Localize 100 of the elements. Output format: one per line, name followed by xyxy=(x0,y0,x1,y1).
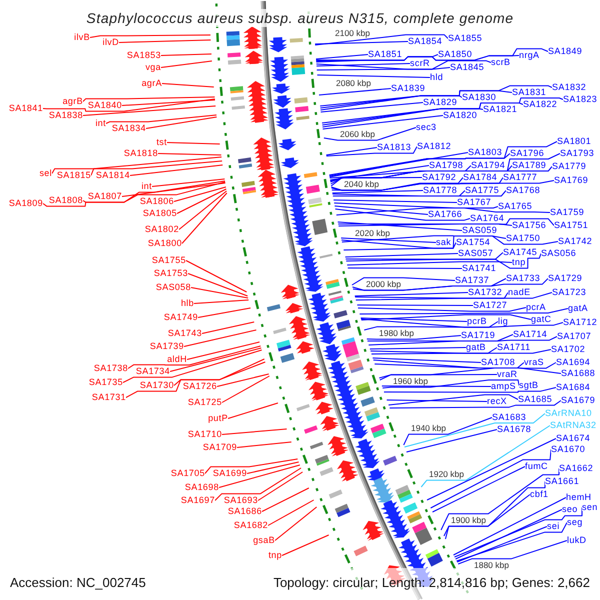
gene-label: SA1674 xyxy=(556,434,590,442)
accession-text: Accession: NC_002745 xyxy=(10,575,146,591)
genome-summary: Topology: circular; Length: 2,814,816 bp; Genes: 2,662 xyxy=(273,575,590,591)
scale-label: 2000 kbp xyxy=(366,280,401,288)
leader-line xyxy=(320,102,424,112)
gene-label: seg xyxy=(567,518,583,526)
leader-line xyxy=(378,368,562,378)
gene-label: aldH xyxy=(167,355,187,363)
leader-line xyxy=(326,147,378,156)
leader-line xyxy=(174,186,226,202)
leader-line xyxy=(368,336,558,346)
gene-label: SA1841 xyxy=(8,104,43,112)
leader-line xyxy=(383,387,556,393)
leader-line xyxy=(316,67,450,70)
gene-label: SA1818 xyxy=(124,149,158,157)
gene-label: SA1730 xyxy=(140,381,174,389)
leader-line xyxy=(334,206,428,215)
leader-line xyxy=(128,346,262,369)
gene-label: SA1807 xyxy=(88,192,122,200)
leader-line xyxy=(322,108,484,128)
leader-line xyxy=(372,360,524,368)
gene-label: ilvD xyxy=(102,38,119,46)
gene-label: SA1731 xyxy=(92,393,126,401)
gene-label: SA1801 xyxy=(557,137,592,145)
leader-line xyxy=(282,534,330,556)
gene-label: SA1753 xyxy=(154,269,188,277)
gene-label: SA1707 xyxy=(557,332,592,340)
scale-label: 1960 kbp xyxy=(393,377,428,385)
leader-line xyxy=(330,177,504,191)
leader-line xyxy=(364,322,564,330)
gene-label: SA1693 xyxy=(224,496,258,504)
leader-line xyxy=(160,54,212,56)
leader-line xyxy=(329,153,510,178)
gene-label: SA1768 xyxy=(506,186,540,194)
gene-label: SA1745 xyxy=(503,248,538,256)
leader-line xyxy=(90,160,223,176)
gene-label: SA1702 xyxy=(551,345,586,353)
leader-line xyxy=(322,115,444,130)
leader-line xyxy=(222,376,270,403)
leader-line xyxy=(174,358,265,386)
leader-line xyxy=(356,304,474,306)
gene-label: int xyxy=(95,119,106,127)
gene-label: SA1678 xyxy=(497,425,532,433)
gene-label: SA1733 xyxy=(506,274,540,282)
leader-line xyxy=(406,429,498,452)
leader-line xyxy=(314,41,408,44)
leader-line xyxy=(316,54,368,60)
leader-line xyxy=(322,98,564,124)
leader-line xyxy=(190,287,249,298)
gene-label: SA1697 xyxy=(180,496,215,504)
gene-label: sen xyxy=(582,503,598,511)
scale-label: 1900 kbp xyxy=(451,516,486,524)
gene-label: sgtB xyxy=(519,381,538,389)
gene-label: SA1698 xyxy=(184,483,219,491)
scale-label: 2080 kbp xyxy=(336,79,371,87)
gene-label: lig xyxy=(498,317,508,325)
gene-label: SA1683 xyxy=(492,413,526,421)
leader-line xyxy=(332,190,506,196)
gene-label: SA1813 xyxy=(377,143,412,151)
leader-line xyxy=(351,277,456,286)
leader-line xyxy=(122,350,262,383)
leader-line xyxy=(358,307,526,312)
leader-line xyxy=(160,60,212,68)
leader-line xyxy=(52,156,222,174)
gene-label: agrA xyxy=(142,79,162,87)
gene-label: gsaB xyxy=(253,536,275,544)
leader-line xyxy=(453,497,566,556)
gene-label: SA1709 xyxy=(202,443,237,451)
gene-label: SA1855 xyxy=(448,34,482,42)
gene-label: sei xyxy=(547,522,560,530)
leader-line xyxy=(344,253,458,258)
leader-line xyxy=(334,202,498,208)
gene-label: SA1739 xyxy=(150,342,184,350)
leader-line xyxy=(126,362,266,398)
leader-line xyxy=(330,177,422,186)
leader-line xyxy=(178,190,228,230)
gene-label: SA1779 xyxy=(552,162,586,170)
leader-line xyxy=(360,318,468,322)
leader-line xyxy=(130,164,224,176)
gene-label: SA1735 xyxy=(88,378,123,386)
leader-line xyxy=(198,308,252,318)
gene-label: SA1838 xyxy=(48,111,83,119)
gene-label: SA1705 xyxy=(170,469,205,477)
gene-label: SA1806 xyxy=(140,197,174,205)
leader-line xyxy=(341,240,456,249)
leader-line xyxy=(352,278,506,291)
gene-label: gatA xyxy=(568,304,588,312)
leader-line xyxy=(336,208,550,216)
leader-line xyxy=(388,394,518,406)
gene-label: SA1822 xyxy=(523,100,558,108)
gene-label: SA1684 xyxy=(556,383,590,391)
leader-line xyxy=(352,278,548,291)
gene-label: SA1749 xyxy=(164,313,198,321)
gene-label: SA1686 xyxy=(228,507,262,515)
leader-line xyxy=(82,96,216,102)
leader-line xyxy=(42,98,216,112)
gene-label: vraS xyxy=(524,358,544,366)
leader-line xyxy=(202,322,255,334)
gene-label: SA1831 xyxy=(512,88,546,96)
leader-line xyxy=(316,60,492,70)
